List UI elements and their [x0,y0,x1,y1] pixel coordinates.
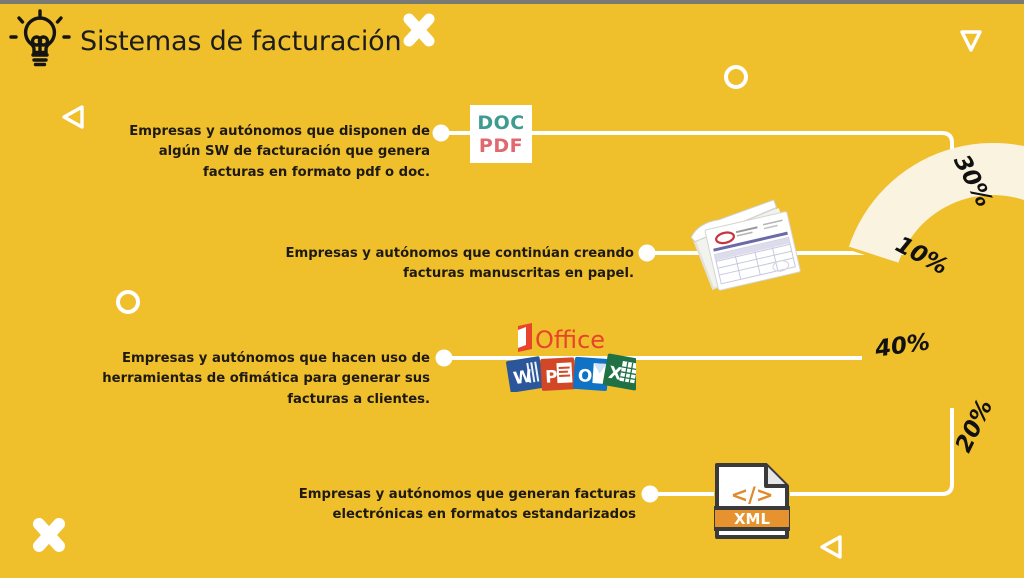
paper-invoice-pad-icon[interactable] [688,196,816,300]
triangle-left-icon [62,105,84,129]
item-text-electronicas: Empresas y autónomos que generan factura… [0,485,636,526]
donut-slice-20-pct[interactable] [848,140,1024,310]
svg-text:O: O [577,366,593,387]
item-line: herramientas de ofimática para generar s… [102,371,430,387]
item-line: electrónicas en formatos estandarizados [332,507,637,523]
svg-text:Office: Office [535,326,605,354]
donut-chart [838,140,1024,450]
circle-outline-top-icon [724,65,748,89]
triangle-left-bottom-icon [820,535,842,559]
item-text-manuscritas: Empresas y autónomos que continúan crean… [0,244,634,285]
lightbulb-idea-icon [9,9,71,67]
page-title: Sistemas de facturación [80,25,402,57]
item-line: facturas manuscritas en papel. [403,266,634,282]
triangle-down-icon [960,30,982,52]
doc-pdf-file-icon[interactable]: DOC PDF [470,105,532,163]
svg-text:X: X [607,363,623,385]
donut-slices [847,140,1024,310]
item-line: algún SW de facturación que genera [158,144,430,160]
circle-outline-left-icon [116,290,140,314]
svg-text:P: P [545,367,558,388]
doc-label: DOC [477,111,525,134]
xml-label: XML [734,510,770,528]
office-brand-mark: Office [518,323,605,354]
item-text-pdf-doc: Empresas y autónomos que disponen de alg… [0,122,430,183]
item-line: Empresas y autónomos que hacen uso de [121,351,430,366]
svg-text:W: W [512,366,534,389]
xml-file-icon[interactable]: </> XML [714,462,790,540]
sparkle-top-left-icon [403,13,435,47]
item-text-ofimatica: Empresas y autónomos que hacen uso de he… [0,349,430,410]
item-line: facturas a clientes. [287,391,430,407]
microsoft-office-suite-icon[interactable]: Office W P O [502,322,636,392]
item-line: Empresas y autónomos que generan factura… [298,487,636,502]
item-line: facturas en formato pdf o doc. [203,164,430,180]
item-line: Empresas y autónomos que continúan crean… [285,246,634,261]
page-header: Sistemas de facturación [6,8,402,74]
top-edge-bar [0,0,1024,4]
item-line: Empresas y autónomos que disponen de [129,124,430,139]
xml-code-glyph: </> [731,483,774,507]
pdf-label: PDF [478,134,524,157]
sparkle-bottom-left-icon [33,518,65,552]
